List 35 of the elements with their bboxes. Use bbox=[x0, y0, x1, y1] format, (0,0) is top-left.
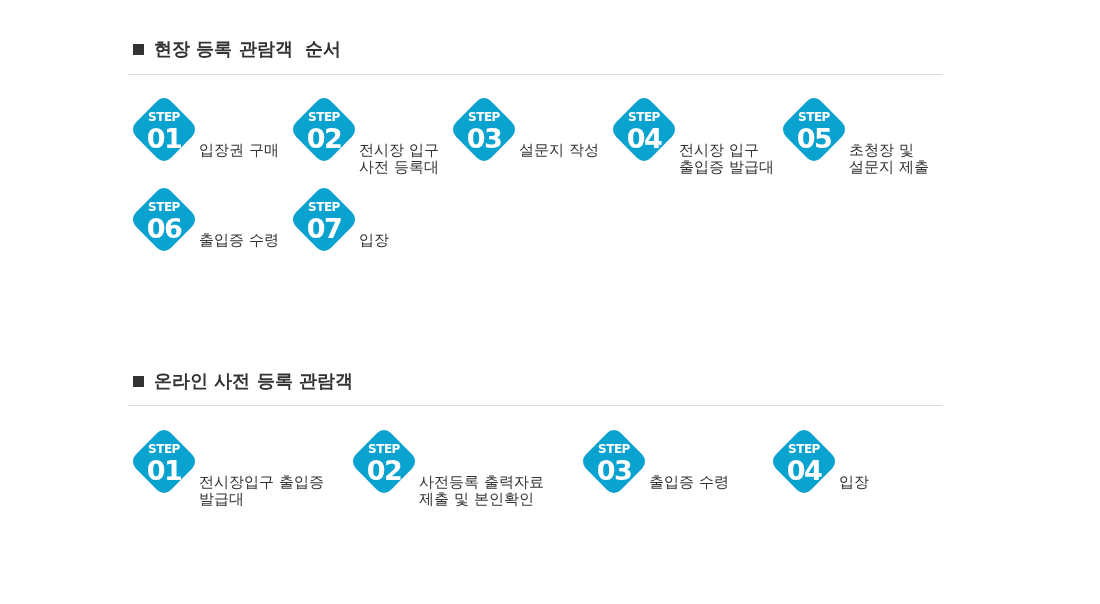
step-text: STEP bbox=[147, 111, 181, 123]
step-number: 01 bbox=[145, 125, 183, 152]
step-description: 입장 bbox=[839, 474, 870, 491]
step-text: STEP bbox=[307, 111, 341, 123]
step-number: 07 bbox=[305, 215, 343, 242]
step-text: STEP bbox=[467, 111, 501, 123]
step-text: STEP bbox=[367, 443, 401, 455]
step-text: STEP bbox=[627, 111, 661, 123]
step-number: 02 bbox=[305, 125, 343, 152]
step-description: 초청장 및 설문지 제출 bbox=[849, 142, 930, 176]
step-description: 입장권 구매 bbox=[199, 142, 280, 159]
step-number: 03 bbox=[465, 125, 503, 152]
step-number: 01 bbox=[145, 457, 183, 484]
step-description: 전시장 입구 사전 등록대 bbox=[359, 142, 440, 176]
step-number: 06 bbox=[145, 215, 183, 242]
step-description: 전시장 입구 출입증 발급대 bbox=[679, 142, 775, 176]
step-number: 04 bbox=[785, 457, 823, 484]
step-description: 출입증 수령 bbox=[649, 474, 730, 491]
step-description: 전시장입구 출입증 발급대 bbox=[199, 474, 325, 508]
step-description: 설문지 작성 bbox=[519, 142, 600, 159]
step-text: STEP bbox=[797, 111, 831, 123]
step-text: STEP bbox=[147, 443, 181, 455]
step-number: 05 bbox=[795, 125, 833, 152]
section-heading: 현장 등록 관람객 순서 bbox=[154, 38, 342, 60]
step-text: STEP bbox=[787, 443, 821, 455]
step-description: 출입증 수령 bbox=[199, 232, 280, 249]
step-text: STEP bbox=[597, 443, 631, 455]
step-number: 02 bbox=[365, 457, 403, 484]
step-number: 04 bbox=[625, 125, 663, 152]
step-description: 사전등록 출력자료 제출 및 본인확인 bbox=[419, 474, 545, 508]
step-text: STEP bbox=[307, 201, 341, 213]
step-text: STEP bbox=[147, 201, 181, 213]
step-description: 입장 bbox=[359, 232, 390, 249]
section-heading: 온라인 사전 등록 관람객 bbox=[154, 370, 353, 392]
step-number: 03 bbox=[595, 457, 633, 484]
